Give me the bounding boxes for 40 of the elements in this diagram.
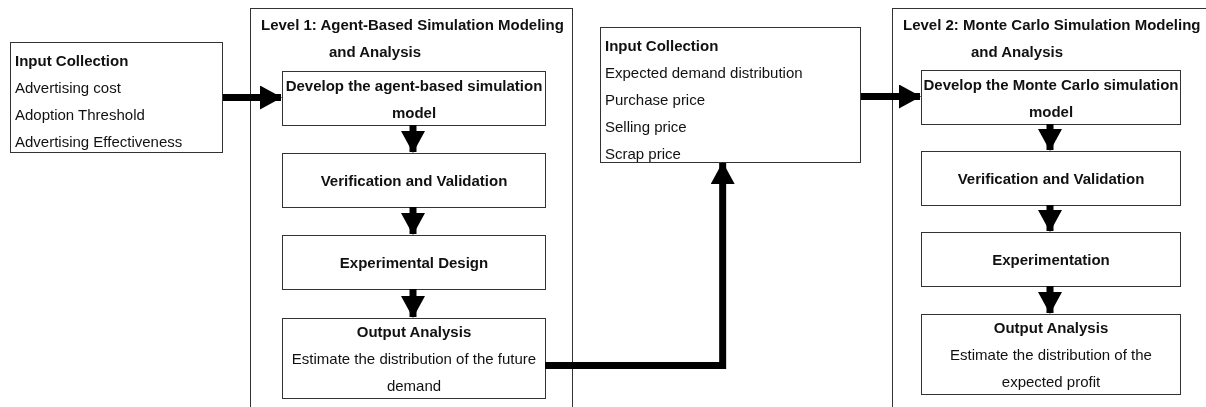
box-text: Scrap price xyxy=(605,144,682,164)
box-title: Output Analysis xyxy=(993,318,1109,338)
box-text: Advertising cost xyxy=(15,78,122,98)
group-frame xyxy=(892,8,1206,407)
box-text: Estimate the distribution of the expected profit xyxy=(949,345,1153,392)
box-title: Experimentation xyxy=(992,250,1110,270)
box-text: Advertising Effectiveness xyxy=(15,132,184,152)
process-box xyxy=(921,151,1181,206)
box-text: Expected demand distribution xyxy=(605,63,804,83)
process-box xyxy=(921,314,1181,395)
box-text: Adoption Threshold xyxy=(15,105,146,125)
box-text: Selling price xyxy=(605,117,688,137)
box-text: Purchase price xyxy=(605,90,707,110)
arrow xyxy=(861,84,921,109)
arrow xyxy=(545,162,735,369)
frame-title: Level 1: Agent-Based Simulation Modeling and Analysis xyxy=(260,15,565,62)
process-box xyxy=(921,232,1181,287)
box-text: Estimate the distribution of the future demand xyxy=(290,349,538,396)
box-title: Verification and Validation xyxy=(320,171,508,191)
arrow xyxy=(401,207,425,235)
box-title: Develop the agent-based simulation model xyxy=(284,75,544,123)
box-title: Verification and Validation xyxy=(957,169,1145,189)
arrow xyxy=(223,85,282,110)
arrow xyxy=(1038,286,1062,314)
process-box xyxy=(282,153,546,208)
box-title: Input Collection xyxy=(605,36,720,56)
group-frame xyxy=(250,8,573,407)
process-box xyxy=(282,318,546,399)
arrow xyxy=(401,125,425,153)
input-box xyxy=(600,27,861,163)
box-title: Input Collection xyxy=(15,51,130,71)
box-title: Develop the Monte Carlo simulation model xyxy=(922,74,1180,122)
process-box xyxy=(282,235,546,290)
box-title: Output Analysis xyxy=(356,322,472,342)
arrow xyxy=(1038,205,1062,232)
frame-title: Level 2: Monte Carlo Simulation Modeling and Analysis xyxy=(902,15,1202,62)
box-title: Experimental Design xyxy=(339,253,489,273)
arrow xyxy=(1038,124,1062,151)
arrow xyxy=(401,289,425,318)
input-box xyxy=(10,42,223,153)
